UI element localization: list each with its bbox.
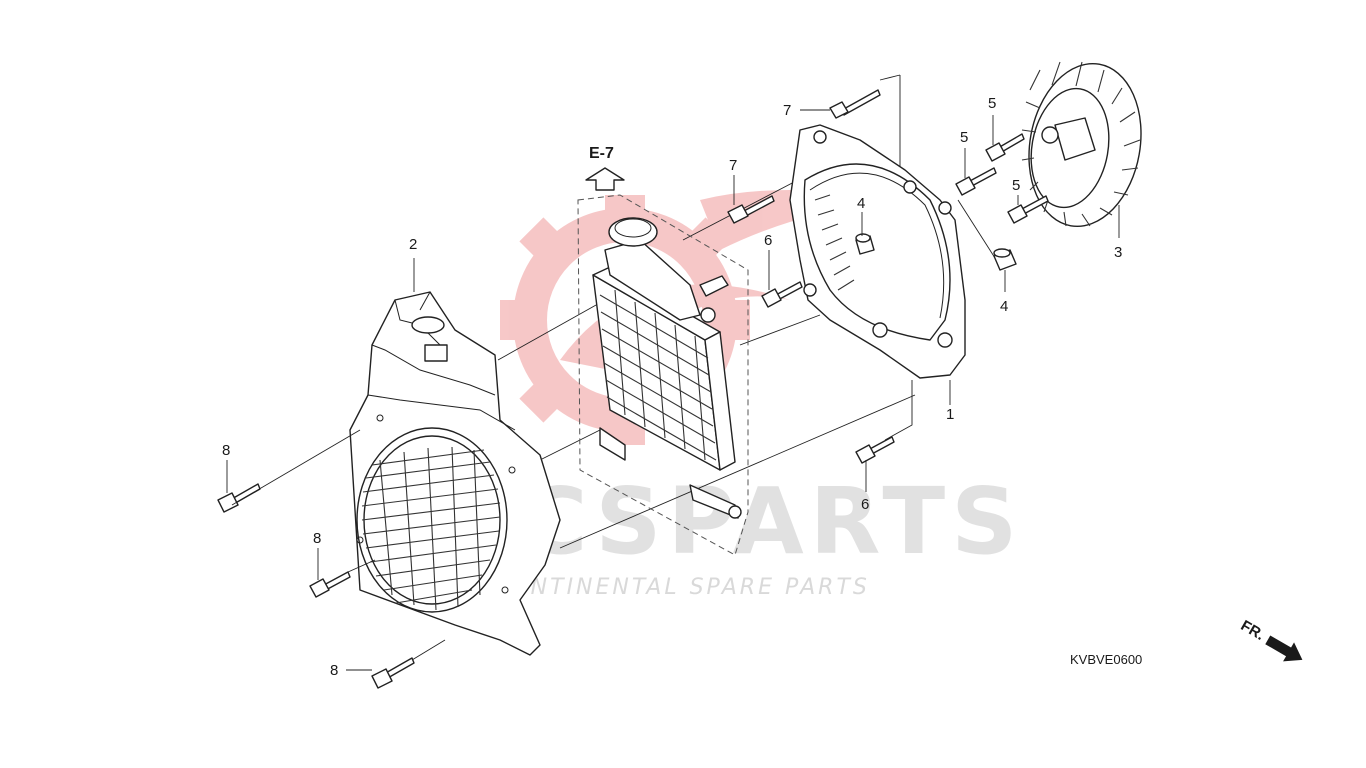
callout-leader-lines — [226, 109, 1120, 671]
watermark-brand-text: CSPARTS — [520, 468, 1023, 575]
collar-4-lower — [993, 248, 1017, 271]
callout-7-upper: 7 — [783, 102, 791, 119]
callout-labels: 2 1 3 4 4 5 5 5 6 6 7 7 8 8 8 — [222, 95, 1122, 679]
callout-1: 1 — [946, 406, 954, 423]
callout-5-top: 5 — [988, 95, 996, 112]
front-direction-indicator: FR. — [1238, 617, 1303, 662]
callout-3: 3 — [1114, 244, 1122, 261]
watermark-tagline-text: CONTINENTAL SPARE PARTS — [492, 575, 870, 600]
callout-4-upper: 4 — [857, 195, 865, 212]
callout-7-middle: 7 — [729, 157, 737, 174]
reference-e7: E-7 — [585, 145, 625, 191]
bolt-6-upper — [761, 281, 803, 308]
bolt-7-upper — [829, 89, 881, 119]
callout-6-lower: 6 — [861, 496, 869, 513]
callout-6-upper: 6 — [764, 232, 772, 249]
bolt-7-middle — [727, 195, 775, 224]
front-direction-label: FR. — [1238, 617, 1267, 644]
front-arrow-icon — [1265, 635, 1303, 662]
bolt-6-lower — [855, 436, 895, 464]
reference-label: E-7 — [589, 145, 614, 162]
part-fan-housing — [789, 124, 966, 379]
callout-5-middle: 5 — [960, 129, 968, 146]
bolt-5-middle — [955, 167, 997, 196]
callout-8-middle: 8 — [313, 530, 321, 547]
part-fan-shroud — [349, 291, 561, 656]
callout-4-lower: 4 — [1000, 298, 1008, 315]
bolt-8-middle — [309, 571, 351, 598]
part-cooling-fan — [1021, 61, 1142, 228]
callout-2: 2 — [409, 236, 417, 253]
shroud-grille — [361, 446, 501, 611]
radiator-assembly — [577, 194, 749, 556]
bolt-5-lower — [1007, 195, 1049, 224]
bolt-8-bottom — [371, 657, 415, 689]
up-arrow-icon — [585, 167, 625, 191]
bolt-8-top — [217, 483, 261, 513]
callout-5-lower: 5 — [1012, 177, 1020, 194]
callout-8-bottom: 8 — [330, 662, 338, 679]
radiator-core-fins — [599, 289, 717, 461]
callout-8-top: 8 — [222, 442, 230, 459]
collar-4-upper — [855, 233, 875, 255]
bolt-5-top — [985, 133, 1025, 162]
diagram-code: KVBVE0600 — [1070, 652, 1142, 667]
